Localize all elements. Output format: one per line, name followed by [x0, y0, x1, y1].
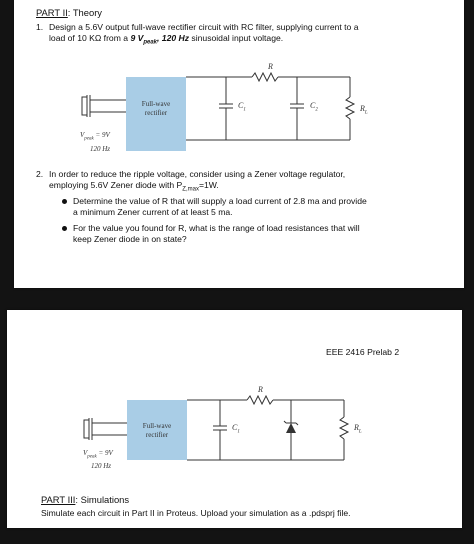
- zener-regulator-schematic: [83, 394, 350, 461]
- bullet-2-line-1: For the value you found for R, what is t…: [73, 223, 360, 233]
- bullet-1-line-1: Determine the value of R that will suppl…: [73, 196, 367, 206]
- rc-filter-schematic: [81, 71, 356, 151]
- question-1-line-1: Design a 5.6V output full-wave rectifier…: [49, 22, 359, 32]
- simulation-instruction: Simulate each circuit in Part II in Prot…: [41, 508, 351, 518]
- question-2-number: 2.: [36, 169, 44, 179]
- bullet-icon: [62, 199, 67, 204]
- question-2-line-2: employing 5.6V Zener diode with PZ,max=1…: [49, 180, 219, 193]
- part-ii-heading: PART II: Theory: [36, 7, 102, 18]
- zener-diode-icon: [286, 423, 296, 433]
- source-frequency-label: 120 Hz: [90, 145, 111, 153]
- resistor-r-label: R: [258, 385, 263, 394]
- capacitor-c1-label: C1: [238, 101, 246, 113]
- source-voltage-label: Vpeak = 9V: [83, 449, 113, 460]
- load-resistor-label: RL: [354, 423, 362, 435]
- bullet-1-line-2: a minimum Zener current of at least 5 ma…: [73, 207, 233, 217]
- zener-regulator-circuit: Full-wave rectifier R C1 RL Vpeak = 9V 1…: [7, 310, 462, 480]
- capacitor-c1-label: C1: [232, 423, 240, 435]
- load-resistor-label: RL: [360, 104, 368, 116]
- bullet-icon: [62, 226, 67, 231]
- prelab-page-2: EEE 2416 Prelab 2: [7, 310, 462, 528]
- part-iii-heading: PART III: Simulations: [41, 494, 130, 505]
- question-1-number: 1.: [36, 22, 44, 32]
- source-voltage-label: Vpeak = 9V: [80, 131, 110, 142]
- prelab-page-1: PART II: Theory 1. Design a 5.6V output …: [14, 0, 464, 288]
- source-frequency-label: 120 Hz: [91, 462, 112, 470]
- capacitor-c2-label: C2: [310, 101, 318, 113]
- bullet-2-line-2: keep Zener diode in on state?: [73, 234, 187, 244]
- page-header: EEE 2416 Prelab 2: [326, 347, 400, 357]
- rectifier-block: [127, 400, 187, 460]
- rc-filter-circuit: Full-wave rectifier R C1 C2 RL Vpeak = 9…: [14, 0, 464, 170]
- rectifier-block: [126, 77, 186, 151]
- question-2-line-1: In order to reduce the ripple voltage, c…: [49, 169, 346, 179]
- question-1-line-2: load of 10 KΩ from a 9 Vpeak, 120 Hz sin…: [49, 33, 284, 46]
- resistor-r-label: R: [268, 62, 273, 71]
